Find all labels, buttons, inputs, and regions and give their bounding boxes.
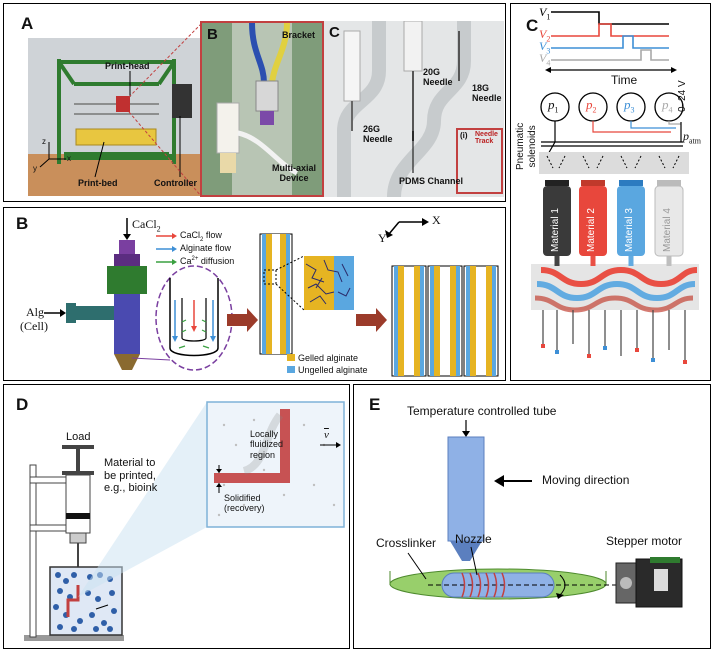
patm-label: patm bbox=[683, 129, 701, 146]
panel-b-label: B bbox=[16, 214, 29, 233]
pdms-channel-photo bbox=[324, 21, 504, 197]
needle26-label: 26G Needle bbox=[363, 124, 393, 144]
v2-label: V2 bbox=[539, 27, 551, 44]
time-label: Time bbox=[611, 73, 638, 87]
material2-label: Material 2 bbox=[586, 208, 597, 252]
multiaxial-label: Multi-axial Device bbox=[272, 163, 317, 183]
legend-alginate-flow: Alginate flow bbox=[180, 243, 232, 253]
multimaterial-printhead-diagram bbox=[531, 11, 699, 364]
v1-label: V1 bbox=[539, 5, 551, 22]
material3-label: Material 3 bbox=[624, 208, 635, 252]
alg-label: Alg bbox=[26, 305, 44, 319]
bracket-label: Bracket bbox=[282, 30, 316, 40]
material-label: Material to be printed, e.g., bioink bbox=[104, 457, 158, 495]
needle-track-index: (i) bbox=[460, 131, 468, 140]
panel-a: A bbox=[3, 3, 506, 202]
moving-direction-label: Moving direction bbox=[542, 473, 630, 487]
embedded-printing-diagram bbox=[24, 401, 345, 641]
axis-z-label: z bbox=[42, 137, 46, 146]
p1-label: p1 bbox=[548, 97, 559, 115]
needle-track-label: Needle Track bbox=[475, 131, 498, 145]
p4-label: p4 bbox=[662, 97, 673, 115]
voltage-label: 0–24 V bbox=[677, 80, 688, 112]
pdms-label: PDMS Channel bbox=[399, 176, 464, 186]
panel-b: B bbox=[3, 207, 506, 381]
solenoids-label: Pneumatic solenoids bbox=[515, 122, 538, 170]
inset-b: B Bracket Multi-axial Device bbox=[200, 21, 324, 197]
panel-d: D bbox=[3, 384, 350, 649]
printhead-label: Print-head bbox=[105, 61, 150, 71]
gelled-alginate-legend: Gelled alginate bbox=[298, 353, 359, 363]
b-axis-x: X bbox=[432, 213, 441, 227]
solidified-label: Solidified (recovery) bbox=[224, 493, 265, 514]
load-label: Load bbox=[66, 431, 91, 443]
material1-label: Material 1 bbox=[550, 208, 561, 252]
printbed-label: Print-bed bbox=[78, 178, 118, 188]
inset-b-label: B bbox=[207, 26, 218, 43]
v4-label: V4 bbox=[539, 51, 551, 68]
panel-a-label: A bbox=[21, 14, 34, 33]
panel-e-label: E bbox=[369, 395, 381, 414]
fluidized-label: Locally fluidized region bbox=[250, 429, 284, 460]
axis-y-label: y bbox=[33, 164, 37, 173]
panel-d-label: D bbox=[16, 395, 29, 414]
cacl2-top-label: CaCl2 bbox=[132, 217, 161, 234]
coaxial-nozzle-diagram bbox=[44, 218, 499, 377]
p3-label: p3 bbox=[624, 97, 635, 115]
v3-label: V3 bbox=[539, 39, 551, 56]
inset-c: C 20G Needle 18G Needle 26G Needle PDMS … bbox=[324, 21, 504, 197]
multiaxial-device-photo bbox=[202, 23, 322, 195]
panel-c-label: C bbox=[526, 16, 539, 35]
crosslinker-label: Crosslinker bbox=[376, 536, 437, 550]
axis-x-label: x bbox=[67, 154, 71, 163]
panel-e: E Temperature controlled tube bbox=[353, 384, 711, 649]
printer-photo bbox=[28, 23, 202, 197]
p2-label: p2 bbox=[586, 97, 597, 115]
ungelled-alginate-legend: Ungelled alginate bbox=[298, 365, 368, 375]
velocity-label: v bbox=[324, 429, 329, 441]
b-axis-y: Y bbox=[378, 231, 387, 245]
needle20-label: 20G Needle bbox=[423, 67, 453, 87]
cell-label: (Cell) bbox=[20, 319, 48, 333]
needle18-label: 18G Needle bbox=[472, 83, 502, 103]
material4-label: Material 4 bbox=[662, 208, 673, 252]
legend-ca-diffusion: Ca2+ diffusion bbox=[180, 256, 235, 266]
controller-label: Controller bbox=[154, 178, 198, 188]
inset-c-label: C bbox=[329, 24, 340, 41]
temp-tube-label: Temperature controlled tube bbox=[407, 404, 557, 418]
panel-c: C bbox=[510, 3, 711, 381]
rotating-rod-printing-diagram bbox=[389, 420, 683, 608]
legend-cacl2-flow: CaCl2 flow bbox=[180, 230, 222, 243]
stepper-motor-label: Stepper motor bbox=[606, 534, 683, 548]
nozzle-label: Nozzle bbox=[455, 532, 492, 546]
